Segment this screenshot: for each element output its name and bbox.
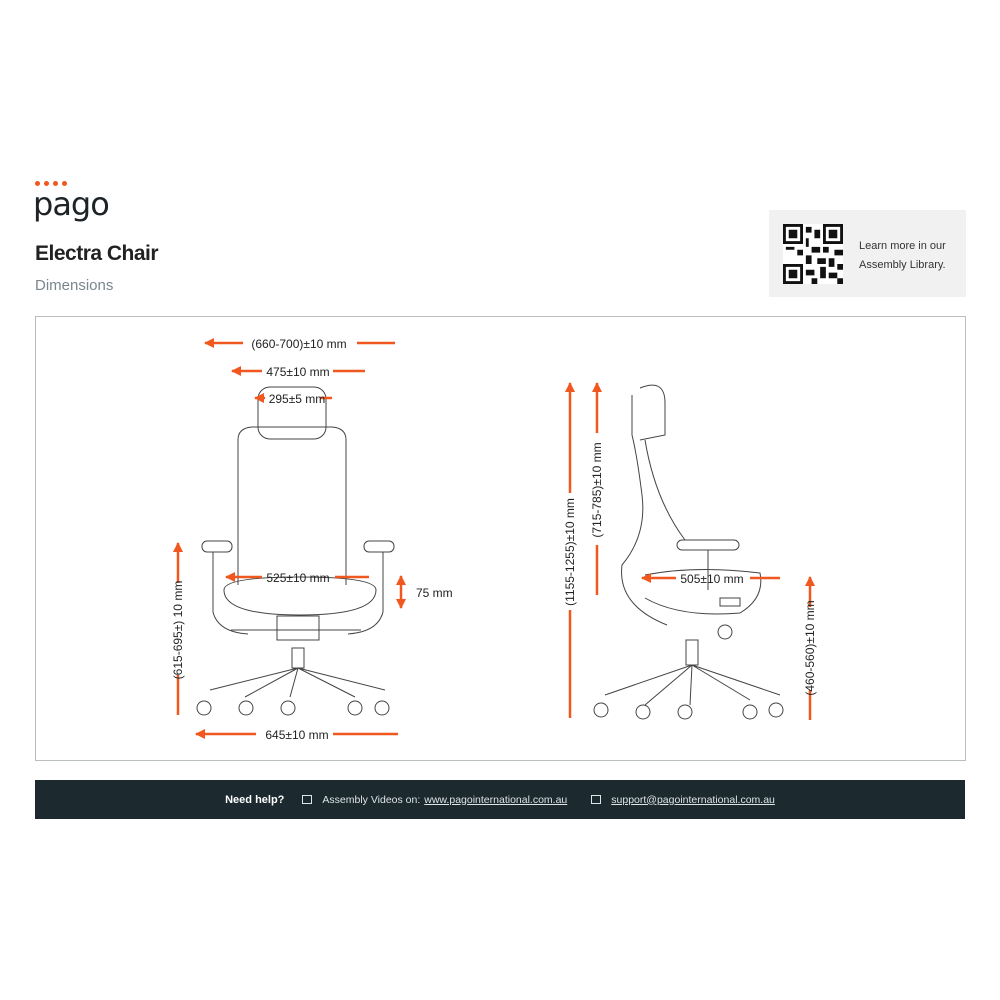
video-icon bbox=[302, 795, 313, 804]
seat-width-label: 525±10 mm bbox=[266, 571, 329, 585]
seat-depth-label: 505±10 mm bbox=[680, 572, 743, 586]
mail-icon bbox=[591, 795, 602, 804]
page-title: Electra Chair bbox=[35, 242, 159, 265]
arm-height-label: (615-695±) 10 mm bbox=[171, 581, 185, 680]
qr-text-line2: Assembly Library. bbox=[859, 259, 946, 271]
side-chair-drawing bbox=[593, 384, 784, 720]
qr-text-line1: Learn more in our bbox=[859, 240, 946, 252]
seat-height-label: (460-560)±10 mm bbox=[803, 600, 817, 695]
headrest-width-label: 295±5 mm bbox=[269, 392, 326, 406]
pago-logo: pago bbox=[33, 185, 110, 223]
overall-width-label: (660-700)±10 mm bbox=[251, 337, 346, 351]
need-help-label: Need help? bbox=[225, 793, 285, 806]
dimension-arrows bbox=[178, 343, 810, 734]
videos-label: Assembly Videos on: bbox=[322, 793, 421, 806]
page-subtitle: Dimensions bbox=[35, 277, 114, 294]
help-footer: Need help? Assembly Videos on: www.pagoi… bbox=[35, 780, 965, 819]
support-email-link[interactable]: support@pagointernational.com.au bbox=[611, 793, 775, 806]
qr-code-icon[interactable] bbox=[783, 224, 843, 284]
dimension-drawings: (660-700)±10 mm 475±10 mm 295±5 mm 525±1… bbox=[0, 0, 1000, 780]
back-height-label: (715-785)±10 mm bbox=[590, 442, 604, 537]
base-width-label: 645±10 mm bbox=[265, 728, 328, 742]
videos-link[interactable]: www.pagointernational.com.au bbox=[424, 793, 568, 806]
logo-dots bbox=[35, 181, 67, 186]
dimensions-frame bbox=[35, 316, 966, 761]
armrest-adjust-label: 75 mm bbox=[416, 586, 453, 600]
back-width-label: 475±10 mm bbox=[266, 365, 329, 379]
front-chair-drawing bbox=[196, 386, 395, 716]
total-height-label: (1155-1255)±10 mm bbox=[563, 498, 577, 606]
